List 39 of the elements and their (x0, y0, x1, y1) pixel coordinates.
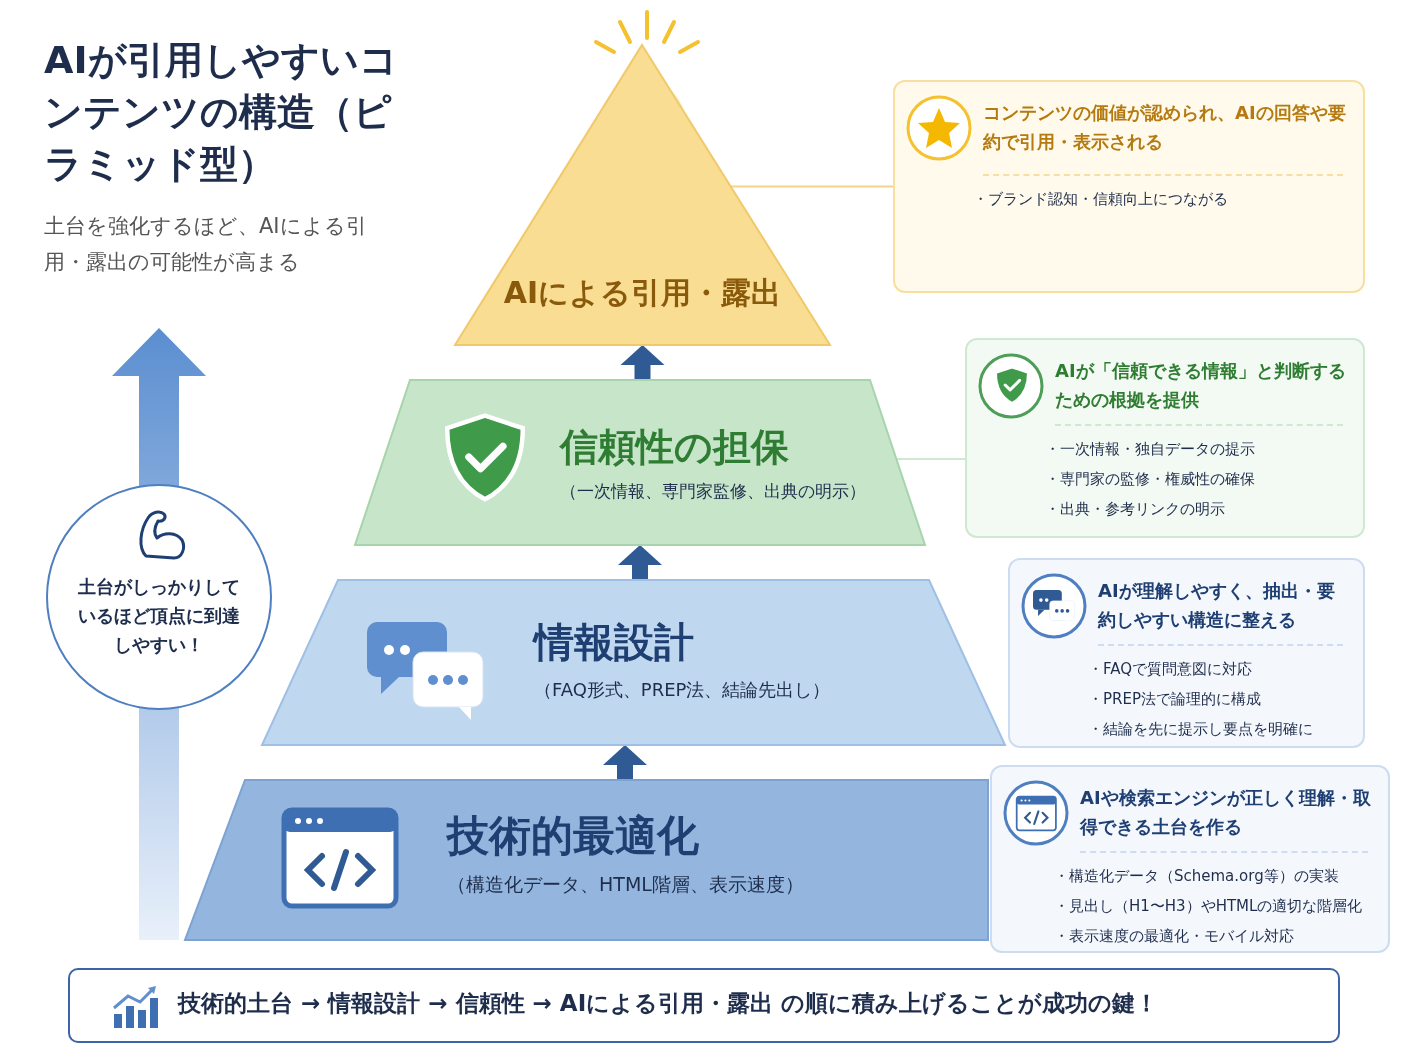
title: AIが引用しやすいコンテンツの構造（ピラミッド型） (44, 37, 399, 188)
leader-line (729, 185, 894, 188)
bullet-item: ・表示速度の最適化・モバイル対応 (1054, 926, 1295, 947)
arrow (618, 545, 662, 580)
subtitle: 土台を強化するほど、AIによる引用・露出の可能性が高まる (44, 213, 368, 276)
tier-title: 情報設計 (534, 618, 695, 667)
bullet-item: ・出典・参考リンクの明示 (1045, 499, 1226, 520)
tier-subtitle: （構造化データ、HTML階層、表示速度） (447, 872, 805, 897)
tier-title: AIによる引用・露出 (502, 274, 783, 312)
callout-card (990, 765, 1390, 953)
note-text: 土台がしっかりしているほど頂点に到達しやすい！ (77, 575, 241, 657)
bullet-item: ・見出し（H1〜H3）やHTMLの適切な階層化 (1054, 896, 1364, 917)
bullet-item: ・結論を先に提示し要点を明確に (1088, 719, 1314, 740)
summary-banner (68, 968, 1340, 1043)
tier-subtitle: （一次情報、専門家監修、出典の明示） (560, 480, 867, 503)
pyramid-tier (185, 780, 988, 940)
bullet-item: ・専門家の監修・権威性の確保 (1045, 469, 1256, 490)
bullet-item: ・PREP法で論理的に構成 (1088, 689, 1262, 710)
pyramid-tier (355, 380, 925, 545)
bullet-item: ・FAQで質問意図に対応 (1088, 659, 1254, 680)
pyramid-tier (455, 45, 830, 345)
leader-line (895, 458, 966, 460)
arrow (603, 745, 647, 780)
bullet-item: ・一次情報・独自データの提示 (1045, 439, 1256, 460)
callout-card (893, 80, 1365, 293)
callout-heading: コンテンツの価値が認められ、AIの回答や要約で引用・表示される (983, 101, 1347, 154)
arrow (620, 345, 665, 380)
callout-heading: AIが「信頼できる情報」と判断するための根拠を提供 (1055, 359, 1347, 412)
bullet-item: ・ブランド認知・信頼向上につながる (973, 189, 1229, 210)
bullet-item: ・構造化データ（Schema.org等）の実装 (1054, 866, 1340, 887)
summary-text: 技術的土台 → 情報設計 → 信頼性 → AIによる引用・露出 の順に積み上げることが成功の鍵！ (178, 989, 1160, 1018)
callout-heading: AIや検索エンジンが正しく理解・取得できる土台を作る (1080, 786, 1372, 839)
pyramid-tier (262, 580, 1005, 745)
tier-subtitle: （FAQ形式、PREP法、結論先出し） (534, 678, 832, 702)
callout-card (965, 338, 1365, 538)
tier-title: 技術的最適化 (447, 810, 700, 862)
callout-heading: AIが理解しやすく、抽出・要約しやすい構造に整える (1098, 579, 1336, 632)
callout-card (1008, 558, 1365, 748)
tier-title: 信頼性の担保 (560, 424, 790, 471)
